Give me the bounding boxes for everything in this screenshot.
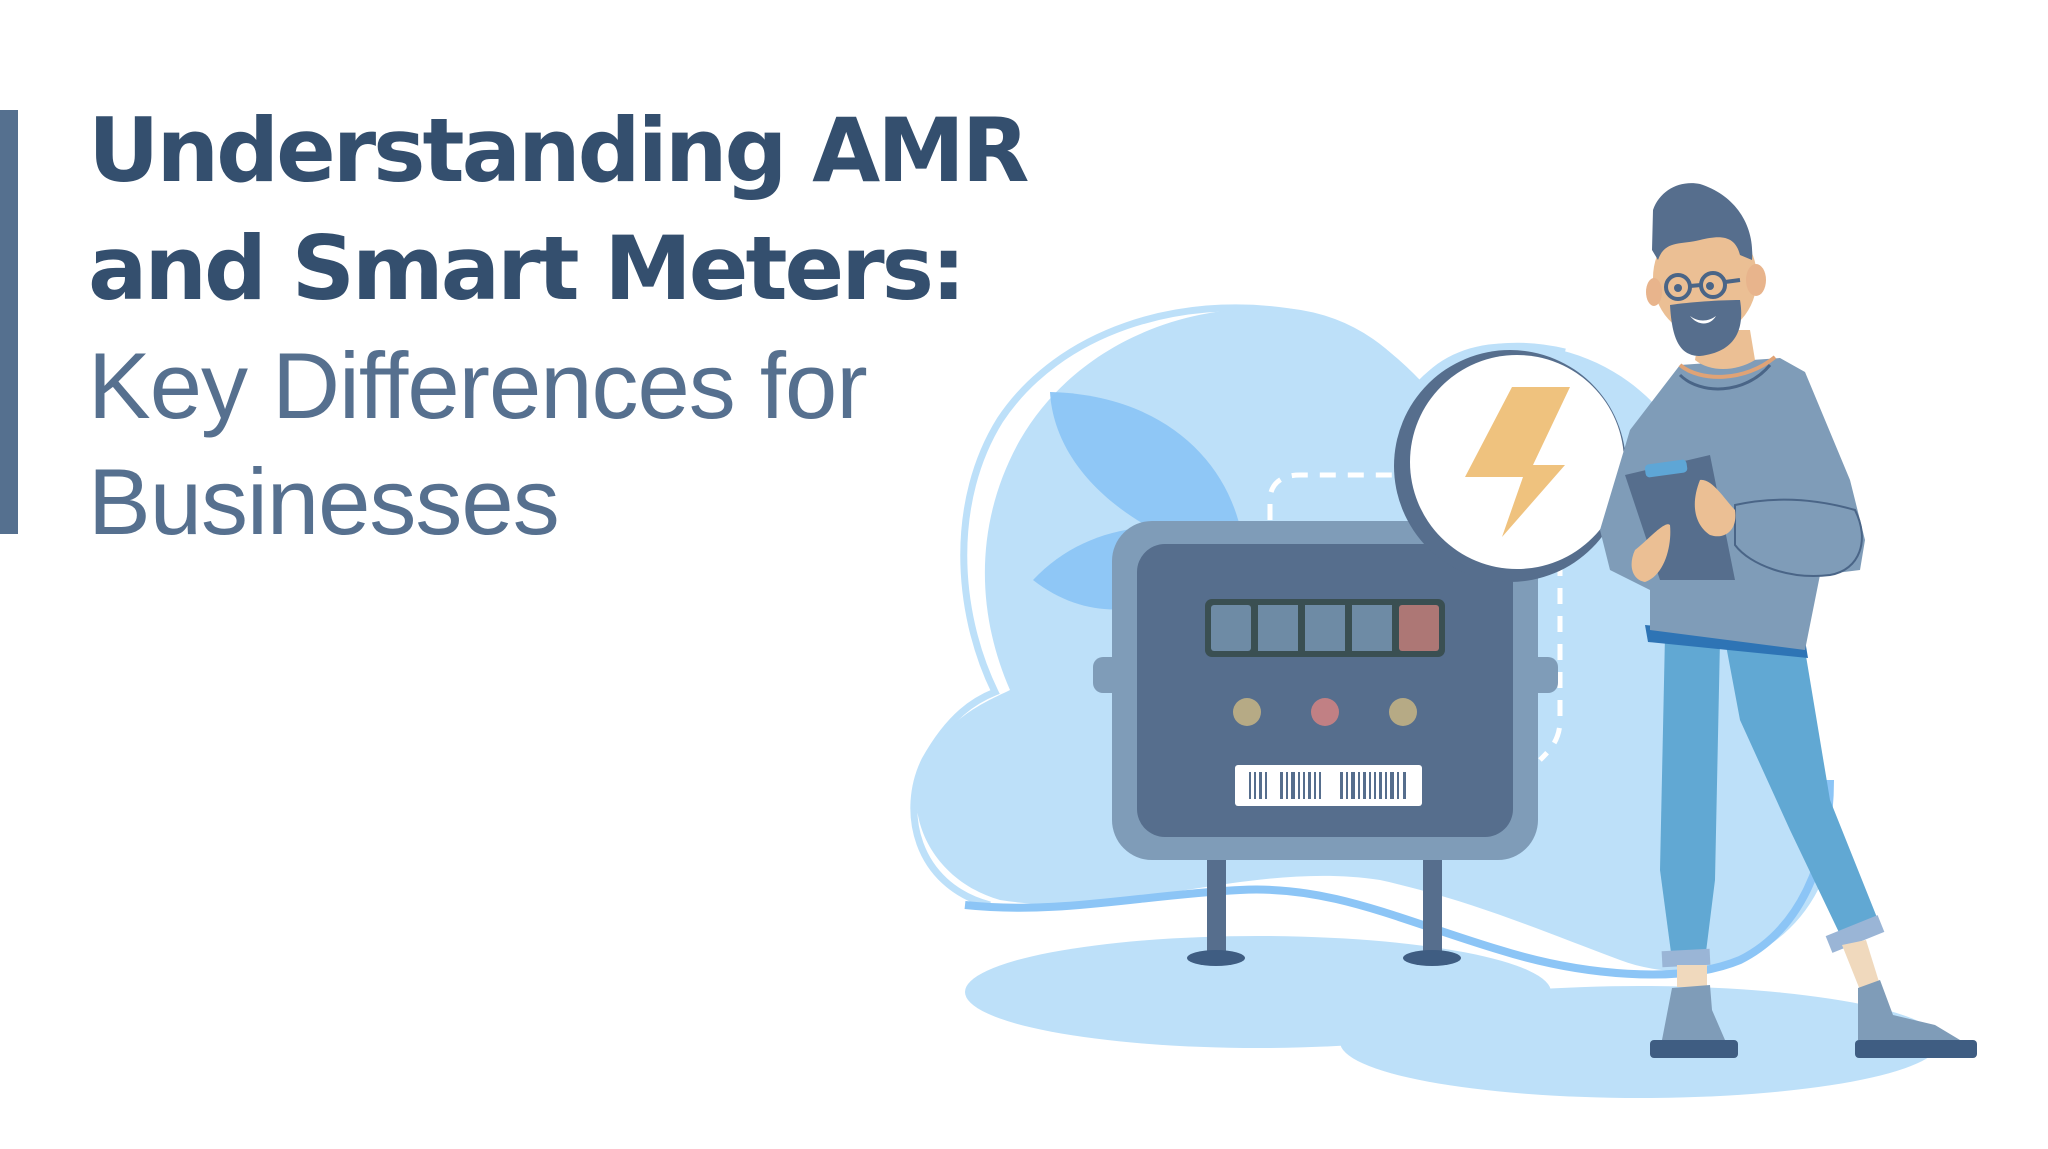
person-with-clipboard-icon [1600, 183, 1977, 1058]
accent-bar [0, 110, 18, 534]
meter-legs [1187, 855, 1461, 966]
dashed-connector [1267, 472, 1563, 762]
electric-meter-icon [1093, 521, 1558, 860]
floor-shadow [965, 936, 1940, 1098]
subtitle-line-1: Key Differences for [88, 333, 868, 438]
lightning-badge-icon [1394, 350, 1626, 582]
title-line-2: and Smart Meters: [88, 217, 966, 320]
banner-title-block: Understanding AMR and Smart Meters: Key … [88, 92, 1048, 560]
title-line-1: Understanding AMR [88, 99, 1030, 202]
subtitle-line-2: Businesses [88, 449, 560, 554]
cloud-background-icon [910, 304, 1834, 979]
leaf-shapes-icon [1033, 392, 1245, 610]
